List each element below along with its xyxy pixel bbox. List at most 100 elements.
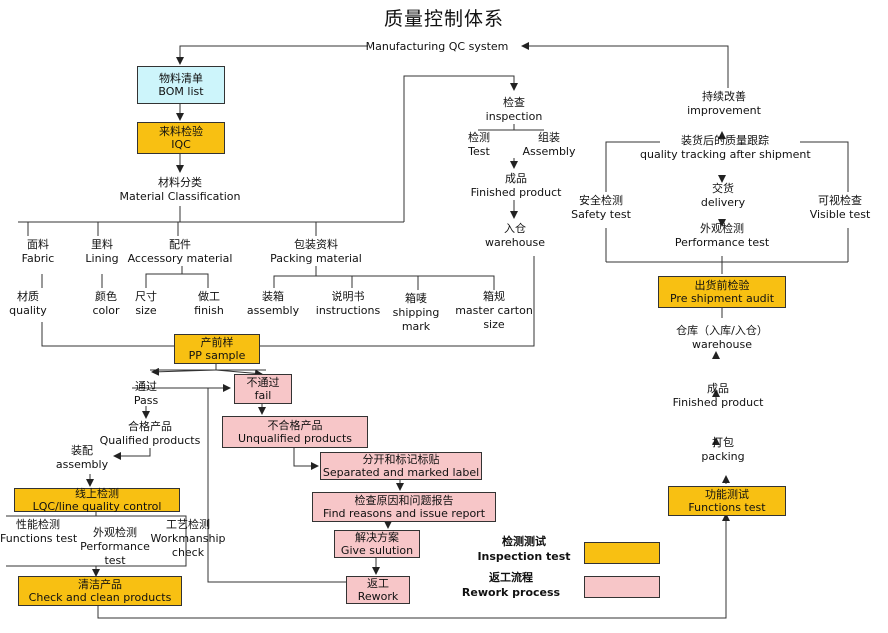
workmanship-en2: check <box>171 546 205 559</box>
rework-en: Rework <box>357 590 399 603</box>
fail-box: 不通过 fail <box>234 374 292 404</box>
functions-test-right-cn: 功能测试 <box>705 488 749 501</box>
pre-shipment-box: 出货前检验 Pre shipment audit <box>658 276 786 308</box>
tracking-en: quality tracking after shipment <box>640 148 811 161</box>
lqc-en: LQC/line quality control <box>32 500 162 513</box>
material-classification-cn: 材料分类 <box>158 176 202 189</box>
finish-cn: 做工 <box>198 290 220 303</box>
assembly-flow-cn: 装配 <box>71 444 93 457</box>
test-node: 检测 Test <box>458 131 500 159</box>
assembly-mid-en: Assembly <box>522 145 576 158</box>
finish-en: finish <box>194 304 224 317</box>
fabric-node: 面料 Fabric <box>10 238 66 266</box>
size-cn: 尺寸 <box>135 290 157 303</box>
packing-material-en: Packing material <box>270 252 362 265</box>
delivery-node: 交货 delivery <box>692 182 754 210</box>
give-solution-en: Give sulution <box>340 544 414 557</box>
pre-shipment-cn: 出货前检验 <box>694 279 750 292</box>
fabric-cn: 面料 <box>27 238 49 251</box>
carton-size-en1: master carton <box>455 304 533 317</box>
improvement-cn: 持续改善 <box>702 90 746 103</box>
inspection-cn: 检查 <box>503 96 525 109</box>
safety-test-en: Safety test <box>571 208 631 221</box>
functions-test-right-en: Functions test <box>688 501 766 514</box>
pp-sample-en: PP sample <box>188 349 246 362</box>
quality-node: 材质 quality <box>6 290 50 318</box>
packing-material-node: 包装资料 Packing material <box>264 238 368 266</box>
legend-rework-en: Rework process <box>461 586 561 599</box>
assembly-pack-en: assembly <box>246 304 300 317</box>
workmanship-node: 工艺检测 Workmanship check <box>148 518 228 560</box>
rework-box: 返工 Rework <box>346 576 410 604</box>
legend-inspection-label: 检测测试 Inspection test <box>474 534 574 564</box>
legend-rework-cn: 返工流程 <box>489 571 533 584</box>
find-reasons-en: Find reasons and issue report <box>322 507 486 520</box>
assembly-pack-cn: 装箱 <box>262 290 284 303</box>
size-en: size <box>135 304 157 317</box>
check-clean-en: Check and clean products <box>28 591 172 604</box>
instructions-cn: 说明书 <box>331 290 365 303</box>
fabric-en: Fabric <box>21 252 55 265</box>
quality-cn: 材质 <box>17 290 39 303</box>
inspection-en: inspection <box>485 110 543 123</box>
manufacturing-qc-system-label: Manufacturing QC system <box>365 40 509 53</box>
lqc-cn: 线上检测 <box>75 487 119 500</box>
workmanship-cn: 工艺检测 <box>166 518 210 531</box>
packing-right-cn: 打包 <box>712 436 734 449</box>
material-classification: 材料分类 Material Classification <box>100 176 260 204</box>
assembly-flow-en: assembly <box>55 458 109 471</box>
finished-mid-en: Finished product <box>470 186 562 199</box>
improvement-node: 持续改善 improvement <box>676 90 772 118</box>
tracking-node: 装货后的质量跟踪 quality tracking after shipment <box>640 134 811 162</box>
legend-inspection-cn: 检测测试 <box>502 535 546 548</box>
safety-test-cn: 安全检测 <box>579 194 623 207</box>
packing-right-node: 打包 packing <box>692 436 754 464</box>
instructions-en: instructions <box>315 304 381 317</box>
carton-size-node: 箱规 master carton size <box>452 290 536 332</box>
qualified-en: Qualified products <box>99 434 201 447</box>
assembly-pack-node: 装箱 assembly <box>244 290 302 318</box>
material-classification-en: Material Classification <box>119 190 241 203</box>
color-node: 颜色 color <box>84 290 128 318</box>
instructions-node: 说明书 instructions <box>312 290 384 318</box>
check-clean-cn: 清洁产品 <box>78 578 122 591</box>
qualified-node: 合格产品 Qualified products <box>98 420 202 448</box>
visible-test-en: Visible test <box>809 208 871 221</box>
give-solution-box: 解决方案 Give sulution <box>334 530 420 558</box>
finished-right-en: Finished product <box>672 396 764 409</box>
performance-test-left-node: 外观检测 Performance test <box>76 526 154 568</box>
find-reasons-cn: 检查原因和问题报告 <box>354 494 454 507</box>
separated-en: Separated and marked label <box>322 466 480 479</box>
pass-node: 通过 Pass <box>120 380 172 408</box>
visible-test-cn: 可视检查 <box>818 194 862 207</box>
separated-box: 分开和标记标贴 Separated and marked label <box>320 452 482 480</box>
unqualified-en: Unqualified products <box>237 432 353 445</box>
warehouse-mid-cn: 入仓 <box>504 222 526 235</box>
accessory-cn: 配件 <box>169 238 191 251</box>
carton-size-en2: size <box>483 318 505 331</box>
warehouse-right-cn: 仓库（入库/入仓） <box>676 324 768 337</box>
finish-node: 做工 finish <box>186 290 232 318</box>
warehouse-right-node: 仓库（入库/入仓） warehouse <box>664 324 780 352</box>
performance-test-right-en: Performance test <box>674 236 770 249</box>
give-solution-cn: 解决方案 <box>355 531 399 544</box>
test-cn: 检测 <box>468 131 490 144</box>
lining-node: 里料 Lining <box>74 238 130 266</box>
test-en: Test <box>468 145 490 158</box>
shipping-mark-en1: shipping <box>392 306 440 319</box>
workmanship-en1: Workmanship <box>150 532 226 545</box>
assembly-mid-cn: 组装 <box>538 131 560 144</box>
pp-sample-box: 产前样 PP sample <box>174 334 260 364</box>
performance-test-right-cn: 外观检测 <box>700 222 744 235</box>
unqualified-box: 不合格产品 Unqualified products <box>222 416 368 448</box>
assembly-mid-node: 组装 Assembly <box>518 131 580 159</box>
find-reasons-box: 检查原因和问题报告 Find reasons and issue report <box>312 492 496 522</box>
tracking-cn: 装货后的质量跟踪 <box>681 134 769 147</box>
rework-cn: 返工 <box>367 577 389 590</box>
functions-test-left-en: Functions test <box>0 532 78 545</box>
performance-test-left-en2: test <box>104 554 126 567</box>
visible-test-node: 可视检查 Visible test <box>804 194 876 222</box>
warehouse-mid-en: warehouse <box>485 236 545 249</box>
accessory-node: 配件 Accessory material <box>124 238 236 266</box>
